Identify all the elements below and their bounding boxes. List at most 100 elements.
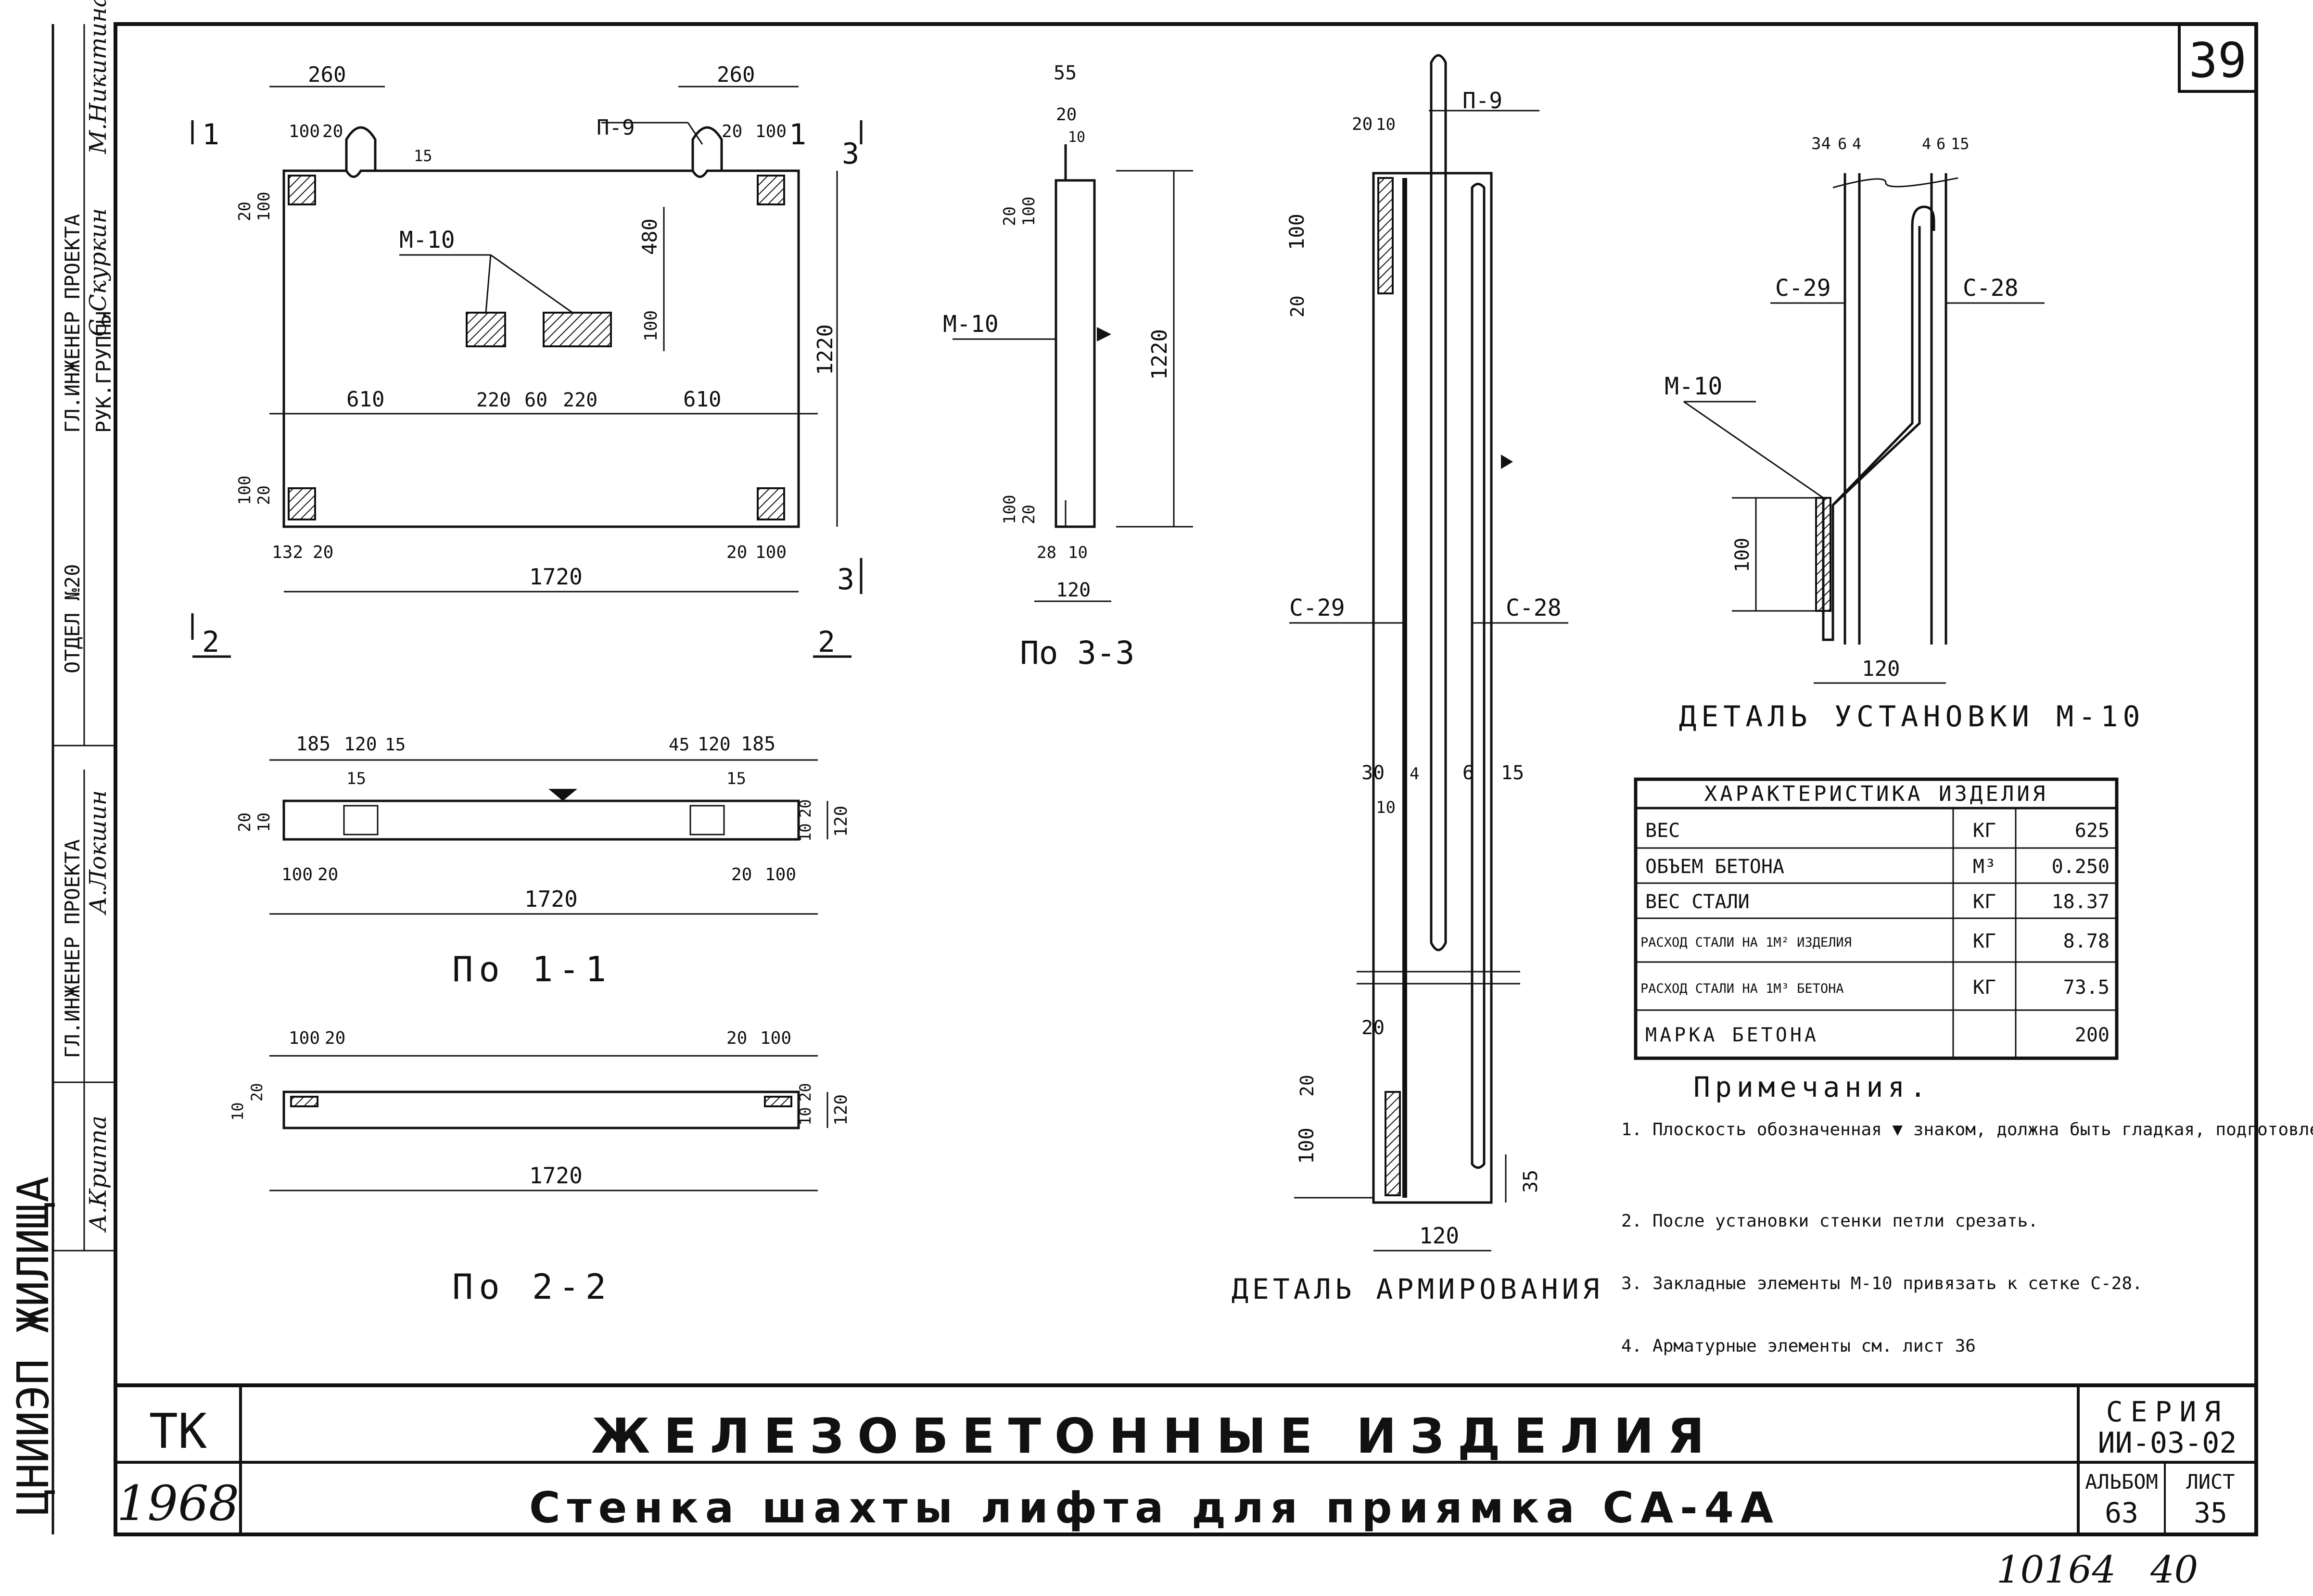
table-row-name: ОБЪЕМ БЕТОНА: [1645, 856, 1784, 878]
handwritten-code: 10164: [1996, 1548, 2116, 1592]
title-org: ТК: [149, 1403, 207, 1459]
dim-main-11: 610: [346, 387, 384, 412]
handwritten-page: 40: [2150, 1548, 2198, 1592]
rebar-loop-p9: [1430, 54, 1447, 951]
dim-m10-4: 4: [1922, 135, 1931, 153]
cut-mark-2-right: 2: [818, 625, 835, 659]
sheet-number-box: 39: [2189, 32, 2247, 89]
dim-33-10: 10: [1068, 543, 1088, 562]
label-33-m10: М-10: [943, 311, 999, 338]
dim-main-7: 15: [414, 147, 432, 165]
list-value: 35: [2194, 1496, 2227, 1529]
lifting-loop-right: [691, 126, 723, 171]
dim-22-5: 10: [229, 1102, 247, 1121]
table-row-value: 8.78: [2063, 930, 2110, 952]
dim-main-1: 260: [308, 63, 346, 87]
dim-11-9: 20: [235, 812, 254, 832]
dim-11-1: 185: [296, 733, 330, 755]
dim-m10-2: 6: [1838, 135, 1847, 153]
dim-main-13: 60: [524, 389, 547, 411]
dim-22-10: 1720: [529, 1163, 583, 1189]
reinforcement-detail: [1289, 54, 1568, 1252]
cut-mark-3-top: 3: [842, 137, 859, 171]
stamp-role-3: ОТДЕЛ №20: [61, 564, 84, 673]
table-row-value: 0.250: [2052, 856, 2110, 878]
dim-22-1: 100: [289, 1028, 320, 1048]
caption-view-1-1: По 1-1: [452, 949, 612, 989]
caption-reinforcement: ДЕТАЛЬ АРМИРОВАНИЯ: [1232, 1273, 1603, 1305]
series-label: СЕРИЯ: [2106, 1395, 2229, 1428]
title-main: ЖЕЛЕЗОБЕТОННЫЕ ИЗДЕЛИЯ: [591, 1408, 1718, 1464]
stamp-role-4: ГЛ.ИНЖЕНЕР ПРОЕКТА: [61, 839, 84, 1058]
title-sub: Стенка шахты лифта для приямка СА-4А: [529, 1483, 1780, 1533]
dim-22-9: 120: [831, 1094, 851, 1126]
dim-main-8: 480: [638, 218, 661, 255]
dim-m10-8: 120: [1862, 657, 1900, 681]
dim-11-13: 20: [731, 865, 752, 885]
table-row-unit: КГ: [1973, 891, 1996, 913]
table-row-value: 73.5: [2063, 976, 2110, 999]
dim-m10-3: 4: [1852, 135, 1861, 153]
table-row-value: 625: [2075, 820, 2110, 842]
stamp-strip: [51, 24, 115, 1534]
main-elevation: [191, 86, 863, 658]
dim-11-2: 120: [344, 734, 377, 755]
dim-main-15: 610: [683, 387, 721, 412]
table-row-name: ВЕС: [1645, 820, 1680, 842]
dim-11-17: 120: [831, 806, 851, 837]
cut-mark-1-right: 1: [789, 118, 806, 152]
dim-m10-5: 6: [1936, 135, 1945, 153]
dim-main-22: 20: [726, 543, 747, 562]
label-arm-p9: П-9: [1462, 88, 1502, 114]
view-2-2: [269, 1055, 828, 1191]
dim-11-4: 15: [346, 769, 366, 788]
dim-m10-6: 15: [1951, 135, 1970, 153]
dim-arm-5: 30: [1361, 762, 1385, 784]
stamp-name-2: С.Скуркин: [85, 208, 112, 337]
stamp-name-4: А.Локшин: [85, 790, 112, 915]
dim-33-7: 100: [1000, 495, 1019, 524]
label-m10-m10: М-10: [1665, 372, 1722, 400]
dim-arm-9: 10: [1376, 798, 1396, 817]
label-m10-c29: С-29: [1775, 275, 1831, 302]
dim-main-12: 220: [476, 389, 511, 411]
table-row-unit: КГ: [1973, 820, 1996, 842]
dim-arm-12: 100: [1295, 1127, 1318, 1164]
dim-main-2: 260: [717, 63, 755, 87]
dim-22-7: 10: [796, 1107, 814, 1126]
list-label: ЛИСТ: [2186, 1470, 2235, 1494]
view-3-3: [953, 144, 1193, 602]
dim-arm-3: 100: [1285, 214, 1309, 250]
dim-11-12: 20: [318, 865, 338, 885]
cut-mark-1-left: 1: [202, 118, 219, 152]
dim-11-7: 185: [741, 733, 775, 755]
note-item: 3. Закладные элементы М-10 привязать к с…: [1621, 1274, 2143, 1293]
dim-33-2: 20: [1056, 105, 1077, 125]
caption-view-3-3: По 3-3: [1020, 634, 1134, 671]
table-rows: ВЕС КГ 625 ОБЪЕМ БЕТОНА М³ 0.250 ВЕС СТА…: [1640, 820, 2110, 1046]
dim-33-11: 120: [1056, 579, 1091, 601]
dim-33-9: 28: [1037, 543, 1056, 562]
notes-list: 1. Плоскость обозначенная ▼ знаком, долж…: [1621, 1120, 2313, 1356]
dim-arm-14: 120: [1419, 1223, 1459, 1249]
dim-22-4: 100: [760, 1028, 791, 1048]
note-item: 4. Арматурные элементы см. лист 36: [1621, 1336, 1976, 1356]
dim-arm-8: 15: [1501, 762, 1524, 784]
dim-22-6: 20: [248, 1083, 266, 1102]
dim-33-5: 100: [1019, 197, 1039, 226]
dim-11-8: 15: [726, 769, 746, 788]
table-header: ХАРАКТЕРИСТИКА ИЗДЕЛИЯ: [1704, 782, 2048, 806]
dim-main-20: 132: [272, 543, 303, 562]
dim-arm-11: 20: [1296, 1075, 1318, 1097]
stamp-role-1: ГЛ.ИНЖЕНЕР ПРОЕКТА: [61, 214, 84, 433]
dim-11-10: 10: [254, 812, 274, 832]
dim-main-17: 100: [254, 192, 274, 221]
dim-arm-1: 20: [1352, 114, 1373, 134]
dim-arm-4: 20: [1287, 295, 1308, 317]
table-row-value: 18.37: [2052, 891, 2110, 913]
dim-22-2: 20: [325, 1028, 345, 1048]
cut-mark-3-bottom: 3: [837, 563, 854, 596]
album-value: 63: [2105, 1496, 2138, 1529]
dim-arm-7: 6: [1462, 762, 1474, 784]
